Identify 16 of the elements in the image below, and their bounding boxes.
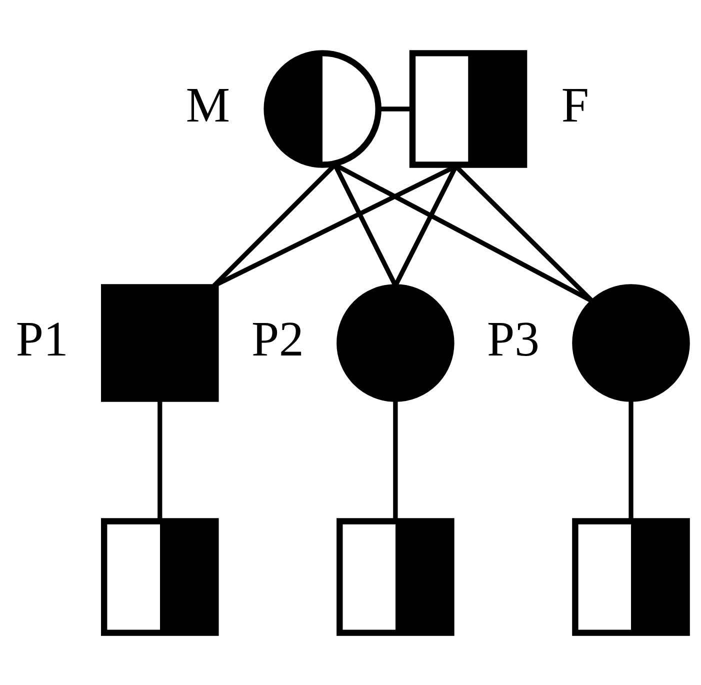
node-circle <box>572 284 690 402</box>
node-box <box>336 518 454 636</box>
node-label: F <box>561 77 589 132</box>
connector <box>378 106 412 111</box>
node-circle <box>264 50 382 168</box>
node-label: P3 <box>487 311 540 366</box>
connector <box>334 162 594 303</box>
connector <box>213 164 457 288</box>
node-label: P1 <box>16 311 68 366</box>
node-box <box>572 518 690 636</box>
node-circle <box>336 284 454 402</box>
node-box <box>409 50 528 168</box>
node-box <box>101 518 219 636</box>
node-label: M <box>186 77 230 132</box>
node-label: P2 <box>251 311 304 366</box>
node-box <box>101 284 219 402</box>
